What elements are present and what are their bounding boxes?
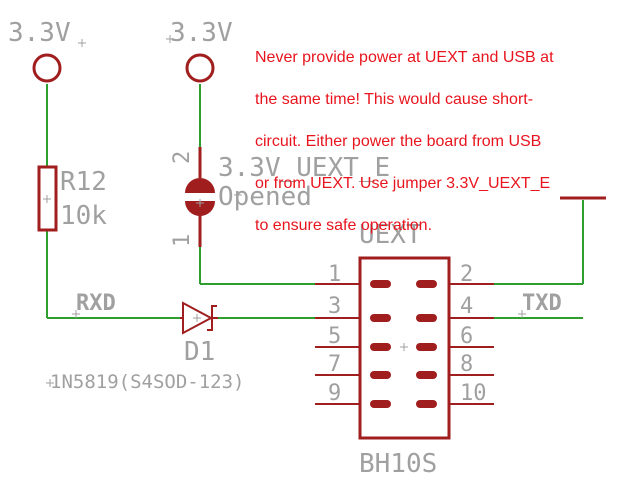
- warning-note: Never provide power at UEXT and USB at t…: [255, 26, 615, 257]
- jumper-pin-top: 2: [170, 151, 195, 164]
- connector-pin-number-3: 3: [328, 294, 341, 319]
- origin-cross-connector: [400, 343, 408, 351]
- net-label-rxd: RXD: [76, 291, 116, 316]
- connector-pin-number-6: 6: [460, 324, 473, 349]
- origin-cross-power-right: [166, 35, 174, 43]
- power-3v3-right-symbol: [185, 53, 215, 83]
- warning-note-line-2: the same time! This would cause short-: [255, 91, 534, 108]
- connector-pad-5: [370, 343, 391, 351]
- connector-pad-10: [416, 400, 437, 408]
- resistor-value: 10k: [60, 201, 107, 231]
- connector-value: BH10S: [359, 449, 437, 479]
- connector-pin-number-5: 5: [328, 324, 341, 349]
- jumper-name: 3.3V_UEXT_E: [218, 153, 390, 183]
- connector-pad-1: [370, 280, 391, 288]
- power-3v3-left-symbol: [32, 53, 62, 83]
- warning-note-line-5: to ensure safe operation.: [255, 217, 433, 234]
- origin-cross-diode: [193, 314, 201, 322]
- connector-pin-number-1: 1: [328, 262, 341, 287]
- connector-pad-7: [370, 371, 391, 379]
- connector-pin-number-10: 10: [460, 381, 487, 406]
- power-3v3-left-label: 3.3V: [8, 18, 71, 48]
- origin-cross-diode-value: [46, 379, 54, 387]
- connector-pin-number-4: 4: [460, 294, 473, 319]
- origin-cross-jumper-name: [234, 191, 242, 199]
- diode-d1-body: [182, 301, 214, 335]
- connector-pin-number-9: 9: [328, 381, 341, 406]
- power-3v3-right-label: 3.3V: [170, 18, 233, 48]
- resistor-name: R12: [60, 167, 107, 197]
- jumper-bottom-half: [185, 201, 215, 216]
- diode-name: D1: [184, 337, 215, 367]
- connector-pin-number-8: 8: [460, 352, 473, 377]
- diode-value: 1N5819(S4SOD-123): [50, 371, 244, 393]
- origin-cross-txd: [518, 310, 526, 318]
- warning-note-line-1: Never provide power at UEXT and USB at: [255, 49, 554, 66]
- origin-cross-r12: [43, 195, 51, 203]
- connector-pin-number-2: 2: [460, 262, 473, 287]
- connector-name: UEXT: [359, 220, 422, 250]
- resistor-r12-body: [37, 165, 58, 232]
- jumper-pin-bottom: 1: [170, 234, 195, 247]
- connector-pad-8: [416, 371, 437, 379]
- connector-pad-2: [416, 280, 437, 288]
- origin-cross-power-left: [78, 39, 86, 47]
- connector-pin-number-7: 7: [328, 352, 341, 377]
- origin-cross-rxd: [72, 310, 80, 318]
- warning-note-line-4: or from UEXT. Use jumper 3.3V_UEXT_E: [255, 175, 551, 192]
- connector-pad-9: [370, 400, 391, 408]
- jumper-top-half: [185, 178, 215, 193]
- connector-pad-3: [370, 314, 391, 322]
- net-label-txd: TXD: [522, 291, 562, 316]
- origin-cross-jumper: [196, 199, 204, 207]
- connector-pad-6: [416, 343, 437, 351]
- warning-note-line-3: circuit. Either power the board from USB: [255, 133, 542, 150]
- jumper-value: Opened: [218, 182, 312, 212]
- connector-pad-4: [416, 314, 437, 322]
